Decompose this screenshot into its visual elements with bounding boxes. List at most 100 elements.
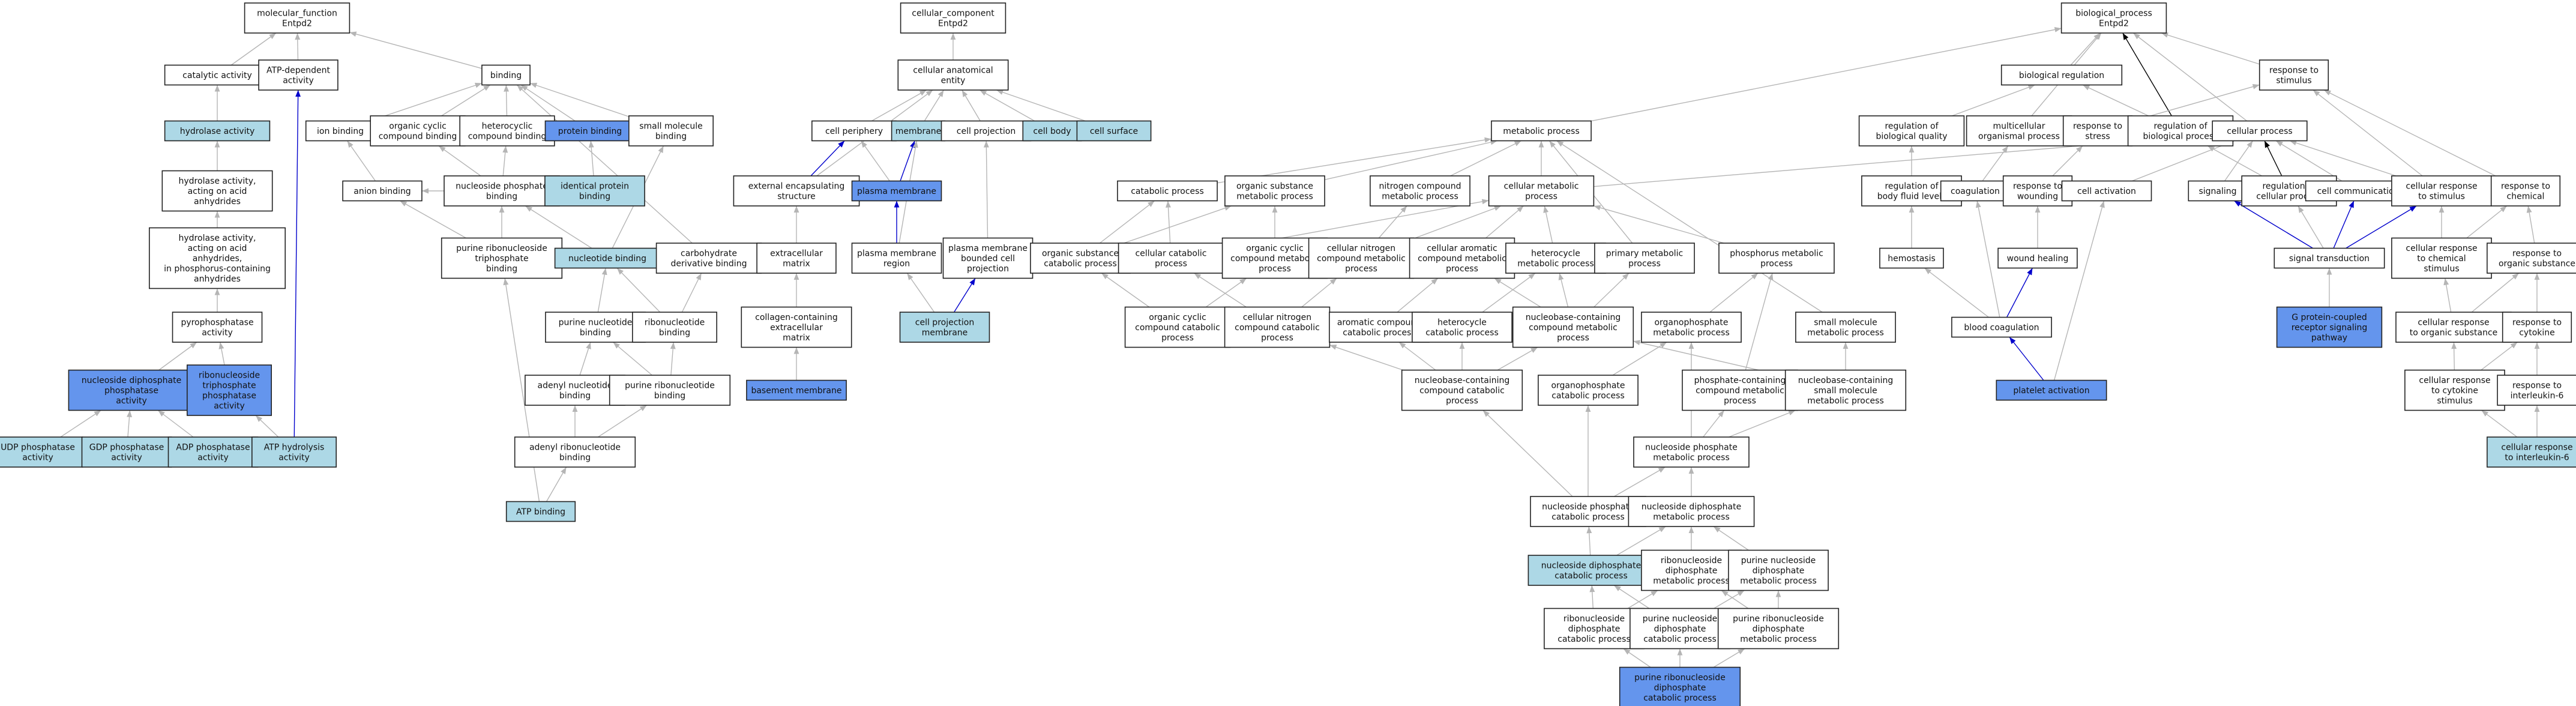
node-label-line: organic cyclic xyxy=(389,122,447,131)
node-label-line: binding xyxy=(654,391,685,401)
edge-nucphosmet-to-phosphcont xyxy=(1703,410,1725,438)
node-label-line: response to xyxy=(2512,318,2562,328)
edge-coag-to-multi xyxy=(1982,145,2009,181)
node-box xyxy=(514,436,636,468)
node-box xyxy=(370,115,466,146)
edge-purribb-to-ribnb xyxy=(670,342,676,376)
node-label-line: activity xyxy=(116,396,147,406)
node-label-line: small molecule xyxy=(1814,318,1877,328)
edge-orgsubcat-to-orgsub xyxy=(1124,205,1232,244)
node-label-line: cellular nitrogen xyxy=(1327,244,1395,253)
node-label-line: organic cyclic xyxy=(1149,313,1206,322)
node-label-line: metabolic process xyxy=(1740,576,1817,586)
node-label-line: body fluid levels xyxy=(1877,192,1946,202)
node-label-line: metabolic process xyxy=(1653,453,1730,463)
edge-nbccat-to-aromcat xyxy=(1398,342,1436,371)
node-label-line: purine ribonucleoside xyxy=(1733,614,1824,624)
node-box xyxy=(164,120,271,142)
edge-bloodcoag-to-wound xyxy=(2006,268,2033,318)
node-box xyxy=(1633,436,1750,468)
node-box xyxy=(609,375,731,406)
node-label-line: organic substance xyxy=(1042,249,1119,259)
edge-cellcat-to-catab xyxy=(1166,201,1171,244)
go-term-node-hydro: hydrolase activity xyxy=(164,120,271,142)
node-label-line: nucleoside phosphate xyxy=(1645,443,1738,453)
edge-ribnb-to-nucb xyxy=(616,268,661,313)
node-box xyxy=(733,175,860,207)
node-label-line: response to xyxy=(2512,249,2562,259)
node-label-line: catabolic process xyxy=(1643,635,1717,644)
node-label-line: small molecule xyxy=(639,122,703,131)
node-label-line: catabolic process xyxy=(1425,328,1499,338)
edge-cellrescyto-to-rescyto xyxy=(2481,342,2518,371)
edge-catact-to-mf xyxy=(230,32,277,66)
node-label-line: multicellular xyxy=(1993,122,2045,131)
go-term-node-ionb: ion binding xyxy=(305,120,376,142)
node-label-line: activity xyxy=(197,453,229,463)
node-label-line: extracellular xyxy=(770,249,823,259)
node-label-line: regulation of xyxy=(1885,182,1939,192)
node-label-line: hydrolase activity, xyxy=(179,234,256,243)
edge-cellproc-to-bp xyxy=(2132,32,2248,122)
node-label-line: compound binding xyxy=(379,132,457,142)
node-label-line: ATP hydrolysis xyxy=(264,443,325,453)
node-label-line: heterocycle xyxy=(1531,249,1580,259)
node-label-line: nucleoside diphosphate xyxy=(1541,561,1641,571)
edge-extenc-to-cperi xyxy=(810,140,845,176)
node-label-line: carbohydrate xyxy=(681,249,737,259)
go-term-node-platelet: platelet activation xyxy=(1996,379,2107,401)
edge-cpm-to-pmreg xyxy=(906,273,935,313)
node-label-line: metabolic process xyxy=(1236,192,1313,202)
node-box xyxy=(1117,180,1218,202)
node-label-line: cellular anatomical xyxy=(913,66,993,76)
node-box xyxy=(899,312,990,343)
node-label-line: binding xyxy=(490,71,522,80)
node-box xyxy=(1630,608,1730,650)
node-label-line: process xyxy=(1259,264,1291,274)
go-term-node-membrane: membrane xyxy=(891,120,946,142)
node-label-line: triphosphate xyxy=(202,381,256,391)
node-label-line: platelet activation xyxy=(2013,386,2089,396)
node-label: cell surface xyxy=(1090,127,1138,136)
node-label-line: Entpd2 xyxy=(2099,19,2129,29)
edge-adp-to-ndpp xyxy=(157,409,194,438)
node-box xyxy=(1412,312,1512,343)
node-box xyxy=(164,64,271,86)
node-label-line: biological_process xyxy=(2075,9,2152,19)
node-label-line: catabolic process xyxy=(1131,187,1204,196)
node-box xyxy=(891,120,946,142)
node-label-line: compound metabolic xyxy=(1418,254,1506,264)
node-label-line: pathway xyxy=(2311,333,2347,343)
node-label-line: binding xyxy=(659,328,690,338)
edge-pmbound-to-cproj xyxy=(983,140,989,238)
edge-plasmam-to-membrane xyxy=(900,140,915,181)
